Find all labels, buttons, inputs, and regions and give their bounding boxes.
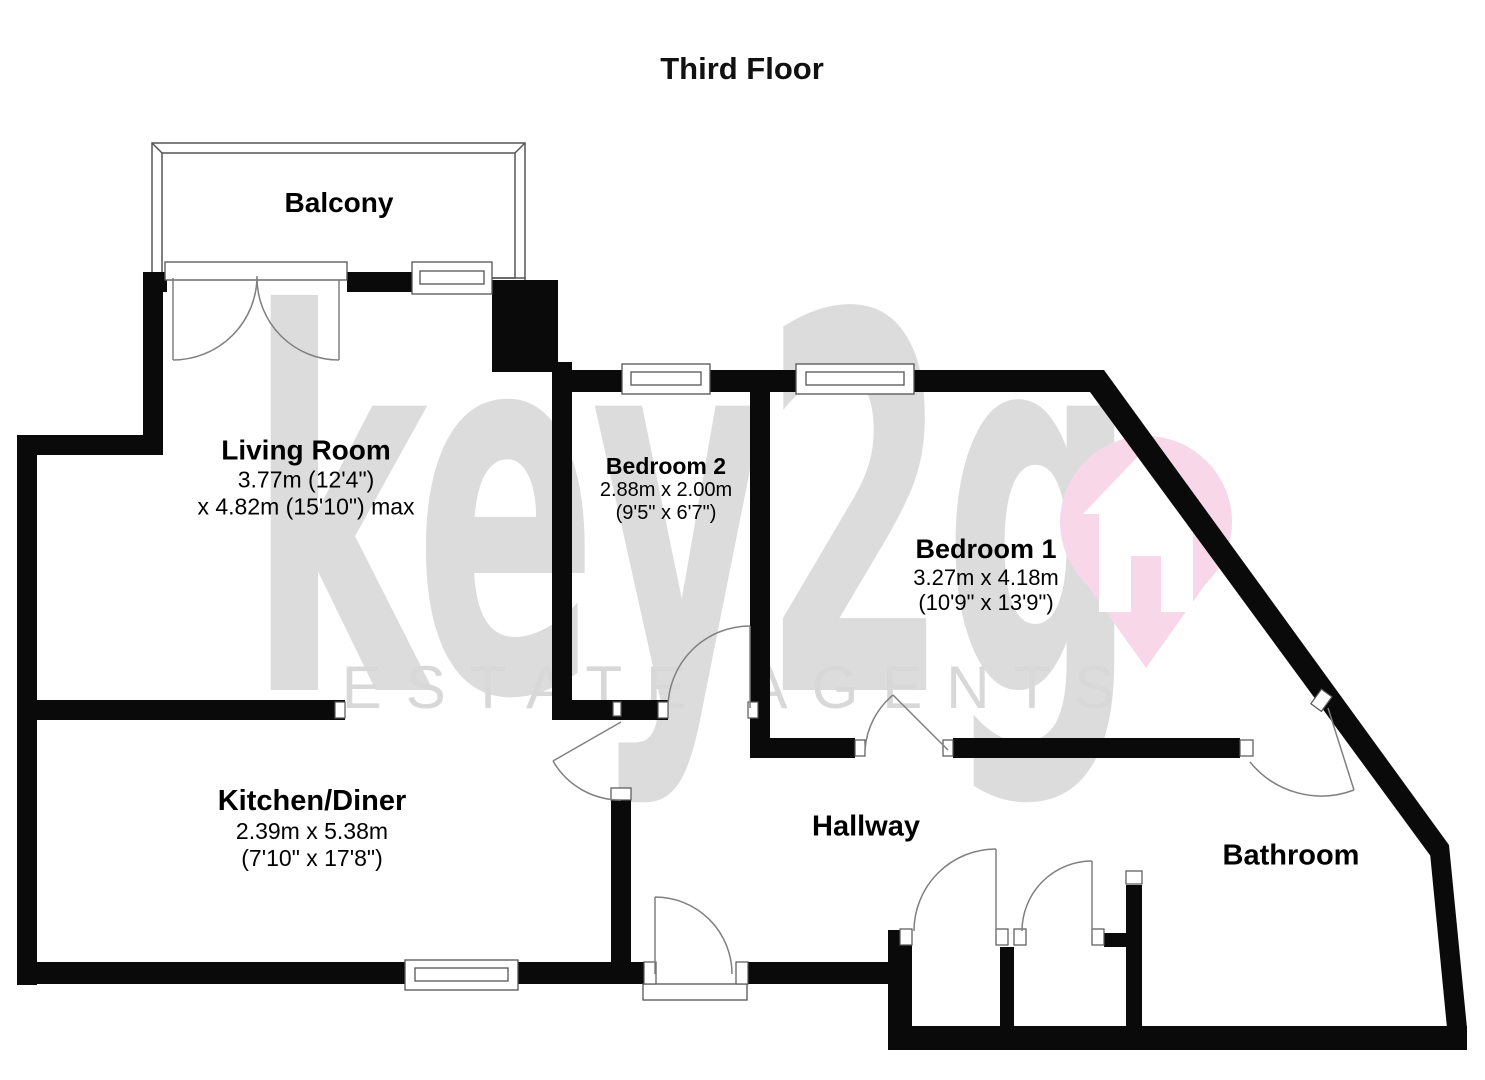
bedroom2-room-label: Bedroom 2 2.88m x 2.00m (9'5" x 6'7")	[600, 453, 732, 525]
watermark: key2g ESTATE AGENTS	[248, 207, 1232, 813]
balcony-french-doors	[172, 275, 340, 361]
balcony-door-threshold	[164, 261, 348, 281]
room-dimensions-metric: 2.39m x 5.38m	[235, 818, 389, 845]
room-name: Hallway	[812, 810, 920, 843]
entrance-threshold	[642, 983, 748, 1001]
room-dimensions-imperial: (10'9" x 13'9")	[918, 590, 1054, 616]
bedroom2-door	[667, 625, 751, 709]
bedroom1-room-label: Bedroom 1 3.27m x 4.18m (10'9" x 13'9")	[913, 534, 1059, 616]
balcony-room-label: Balcony	[285, 187, 394, 219]
room-name: Bedroom 2	[605, 452, 727, 479]
bedroom1-window	[795, 363, 915, 395]
room-dimensions-imperial: (7'10" x 17'8")	[241, 844, 383, 871]
room-dimensions-imperial: (9'5" x 6'7")	[615, 502, 717, 525]
exterior-walls	[17, 272, 1467, 1050]
room-dimensions-imperial: x 4.82m (15'10") max	[197, 493, 415, 520]
kitchen-window	[404, 959, 519, 991]
room-name: Bedroom 1	[915, 534, 1057, 565]
bathroom-door	[1249, 707, 1355, 797]
room-dimensions-metric: 3.27m x 4.18m	[913, 565, 1059, 591]
watermark-tagline: ESTATE AGENTS	[342, 654, 1139, 721]
page-title: Third Floor	[660, 51, 824, 86]
room-dimensions-metric: 2.88m x 2.00m	[599, 479, 733, 502]
bathroom-room-label: Bathroom	[1223, 839, 1360, 872]
kitchen-room-label: Kitchen/Diner 2.39m x 5.38m (7'10" x 17'…	[218, 785, 407, 871]
room-name: Kitchen/Diner	[217, 784, 407, 817]
kitchen-door	[552, 721, 622, 801]
living-room-window	[411, 261, 493, 295]
room-dimensions-metric: 3.77m (12'4")	[237, 466, 375, 493]
windows	[164, 261, 915, 1001]
door-swings	[172, 275, 1355, 975]
hallway-room-label: Hallway	[812, 810, 920, 843]
room-name: Balcony	[284, 186, 394, 218]
room-name: Living Room	[221, 434, 391, 466]
bedroom1-door	[864, 694, 949, 751]
door-posts	[334, 688, 1333, 985]
watermark-brand-text: key2g	[248, 207, 1137, 813]
interior-walls	[37, 362, 1240, 1027]
closet1-door	[913, 848, 997, 932]
room-name: Bathroom	[1222, 839, 1360, 872]
living-room-label: Living Room 3.77m (12'4") x 4.82m (15'10…	[197, 434, 414, 519]
watermark-brand-glyphs: key2g	[248, 207, 1131, 813]
entrance-door	[654, 896, 733, 975]
closet2-door	[1021, 860, 1093, 932]
bedroom2-window	[621, 363, 711, 395]
